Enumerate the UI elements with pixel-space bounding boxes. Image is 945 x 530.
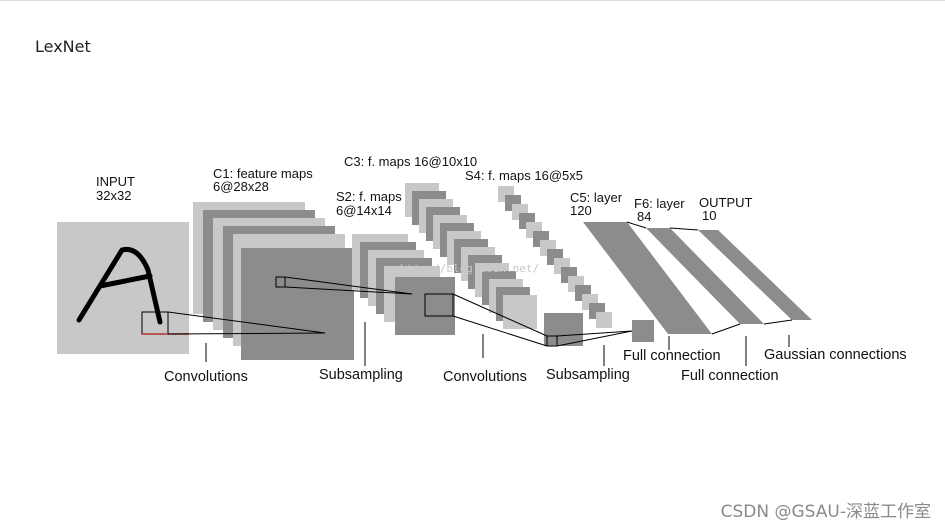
c3-feature-maps [405, 183, 583, 347]
c1-size: 6@28x28 [213, 179, 269, 194]
operation-ticks [205, 322, 790, 366]
c3-name: C3: f. maps 16@10x10 [344, 154, 477, 169]
output-layer-band [698, 230, 812, 320]
projection-lines [167, 276, 633, 347]
f6-layer-band [646, 228, 764, 324]
input-size: 32x32 [96, 188, 131, 203]
c5-size: 120 [570, 203, 592, 218]
c1-name: C1: feature maps [213, 166, 313, 181]
output-name: OUTPUT [699, 195, 753, 210]
letter-a-stroke [76, 246, 163, 325]
c5-name: C5: layer [570, 190, 623, 205]
s2-size: 6@14x14 [336, 203, 392, 218]
source-credit: CSDN @GSAU-深蓝工作室 [720, 502, 931, 522]
page-title: LexNet [35, 37, 91, 56]
s2-name: S2: f. maps [336, 189, 402, 204]
op-gaussian-connections: Gaussian connections [764, 347, 907, 363]
f6-size: 84 [637, 209, 651, 224]
s2-feature-maps [352, 234, 455, 335]
s4-feature-maps [498, 186, 654, 342]
c5-layer-band [583, 222, 712, 334]
input-layer [57, 222, 189, 354]
op-subsampling-1: Subsampling [319, 367, 403, 383]
image-watermark: http://blog.csdn.net/ [400, 262, 539, 275]
input-name: INPUT [96, 174, 135, 189]
top-divider [0, 0, 945, 1]
c1-feature-maps [193, 202, 354, 360]
op-full-connection-1: Full connection [623, 348, 721, 364]
f6-name: F6: layer [634, 196, 685, 211]
s4-name: S4: f. maps 16@5x5 [465, 168, 583, 183]
op-convolutions-2: Convolutions [443, 369, 527, 385]
op-full-connection-2: Full connection [681, 368, 779, 384]
fully-connected-layers [583, 221, 812, 335]
output-size: 10 [702, 208, 716, 223]
op-subsampling-2: Subsampling [546, 367, 630, 383]
op-convolutions-1: Convolutions [164, 369, 248, 385]
